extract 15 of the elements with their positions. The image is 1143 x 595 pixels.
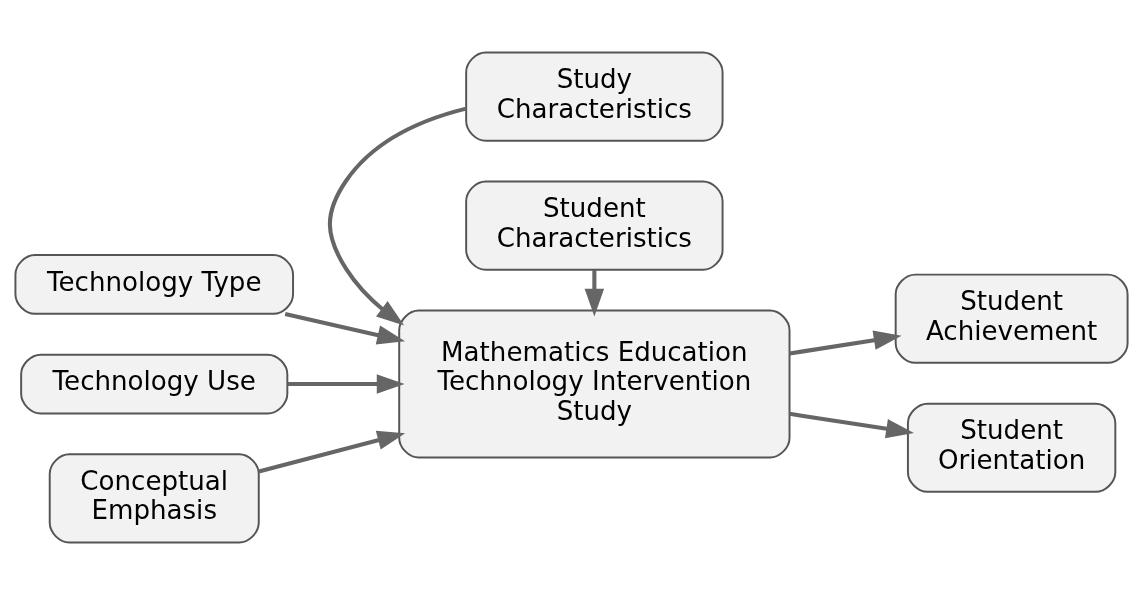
node-box: Technology Use <box>20 353 289 415</box>
arrow <box>327 106 467 326</box>
node-box: Study Characteristics <box>465 51 724 142</box>
node-box: Mathematics Education Technology Intervention Study <box>398 309 791 459</box>
arrow <box>258 430 406 474</box>
arrow <box>584 270 605 317</box>
node-box: Student Orientation <box>906 402 1117 493</box>
node-box: Student Characteristics <box>465 180 724 271</box>
node-box: Student Achievement <box>894 273 1129 364</box>
node-box: Technology Type <box>14 254 295 315</box>
arrow <box>287 374 405 394</box>
arrow <box>284 311 405 345</box>
node-box: Conceptual Emphasis <box>48 453 260 544</box>
arrow <box>789 411 914 439</box>
arrow <box>789 330 902 356</box>
